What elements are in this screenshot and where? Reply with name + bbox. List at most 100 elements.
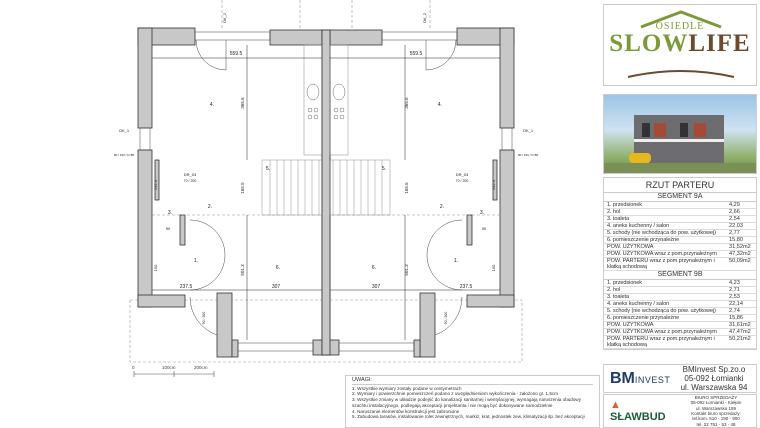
window-side (139, 127, 151, 151)
dimension-label: 90 (482, 226, 487, 231)
window-label: OK_1 (119, 128, 130, 133)
wall (216, 292, 233, 358)
dimension-label: 307 (372, 284, 381, 290)
area-value: 31,61m2 (729, 322, 751, 328)
area-value: 22,03 (729, 223, 743, 229)
table-row: POW. PARTERU wraz z pom.przynależnym i k… (604, 336, 756, 349)
cooktop-burner-icon (339, 107, 345, 113)
area-value: 50,21m2 (729, 336, 751, 342)
dimension-label: 237.5 (180, 284, 193, 290)
house-roof-icon (640, 10, 722, 29)
area-value: 2,66 (729, 209, 740, 215)
dimension-label: 242.4 (491, 179, 496, 190)
room-label-2: 2. (208, 204, 212, 210)
dimension-label: 559.5 (410, 51, 423, 57)
slawbud-logo: ▲ SŁAWBUD (610, 399, 676, 423)
stairs (152, 159, 323, 216)
room-name: 3. toaleta (607, 216, 630, 222)
slowlife-logo: OSIEDLE SLOWLIFE (603, 4, 757, 86)
note-item: 5. Zabudowa tarasów, instalowanie rolet … (352, 414, 585, 420)
door-swing (189, 296, 218, 336)
area-value: 2,77 (729, 230, 740, 236)
door-label: DR_03 (456, 172, 469, 177)
room-name: POW. UŻYTKOWA (607, 322, 654, 328)
window-label: OK_1 (523, 128, 534, 133)
room-name: 5. schody (nie wchodząca do pow. użytkow… (607, 308, 716, 314)
unit-left (137, 27, 331, 358)
logo-slow: SLOW (609, 30, 689, 57)
area-value: 2,54 (729, 216, 740, 222)
room-name: 2. hol (607, 287, 621, 293)
cooktop-burner-icon (307, 114, 313, 120)
info-line: BIURO SPRZEDAŻY (694, 395, 738, 401)
unit-right (321, 27, 515, 358)
window-side (501, 127, 513, 151)
room-name: 1. przedsionek (607, 280, 642, 286)
dimension-label: 307 (272, 284, 281, 290)
address-line: 05-092 Łomianki (684, 374, 744, 383)
stairs (329, 159, 500, 216)
wall (154, 159, 160, 201)
dimension-label: 150 (491, 264, 496, 271)
door-swing (195, 39, 227, 71)
info-line: 05-092 Łomianki - Kiełpin (690, 400, 742, 406)
cooktop-burner-icon (339, 114, 345, 120)
window-bottom (338, 342, 415, 352)
room-name: 5. schody (nie wchodząca do pow. użytkow… (607, 230, 716, 236)
wall (466, 294, 515, 308)
window-bottom (237, 342, 314, 352)
window-top (381, 31, 458, 41)
room-name: POW. UŻYTKOWA (607, 244, 654, 250)
table-row: POW. UŻYTKOWA 31,61m2 (604, 322, 756, 329)
area-value: 4,23 (729, 280, 740, 286)
wall (492, 159, 498, 201)
sink-icon (306, 83, 320, 101)
wall (321, 29, 331, 356)
room-label-3: 3. (480, 210, 484, 216)
dimension-label: 90 (166, 226, 171, 231)
logo-invest: INVEST (634, 374, 671, 385)
dimension-label: 237.5 (460, 284, 473, 290)
area-value: 2,74 (729, 308, 740, 314)
sales-office-info: BIURO SPRZEDAŻY 05-092 Łomianki - Kiełpi… (676, 395, 756, 427)
kitchen-counter (329, 44, 349, 156)
room-name: 1. przedsionek (607, 202, 642, 208)
door-dims: 70 / 200 (184, 179, 197, 183)
logo-bm: BM (610, 369, 635, 387)
room-label-4: 4. (210, 102, 214, 108)
door-swing (434, 296, 463, 336)
area-value: 15,86 (729, 315, 743, 321)
info-line: tel. 22 751 - 53 - 48 (696, 421, 736, 427)
building-visualization (603, 94, 757, 174)
logo-osiedle: OSIEDLE (655, 21, 705, 32)
area-value: 15,80 (729, 237, 743, 243)
wall (137, 27, 153, 129)
wall (137, 149, 153, 308)
address-line: ul. Warszawska 94 (680, 383, 748, 392)
window-top (194, 31, 271, 41)
table-row: 1. przedsionek 4,23 (604, 280, 756, 287)
door-swing (426, 219, 463, 291)
segment-title: SEGMENT 9B (604, 271, 756, 280)
slawbud-logo-icon: ▲ (610, 399, 621, 411)
area-value: 22,14 (729, 301, 743, 307)
wall (499, 27, 515, 129)
room-label-4: 4. (438, 102, 442, 108)
note-item: 4. Naruszanie elementów konstrukcji jest… (352, 408, 460, 414)
stairs-outline (261, 159, 323, 216)
door-dims: 70 / 200 (456, 179, 469, 183)
window-label: OK_2 (222, 12, 227, 23)
room-label-5: 5. (266, 166, 270, 172)
room-name: 4. aneks kuchenny / salon (607, 223, 670, 229)
note-item: 3. Wszystkie zmiany w układzie podejść d… (352, 397, 582, 408)
room-label-6: 6. (372, 265, 376, 271)
cooktop-burner-icon (333, 114, 339, 120)
room-name: 6. pomieszczenie przynależne (607, 315, 680, 321)
table-title: RZUT PARTERU (604, 178, 756, 193)
